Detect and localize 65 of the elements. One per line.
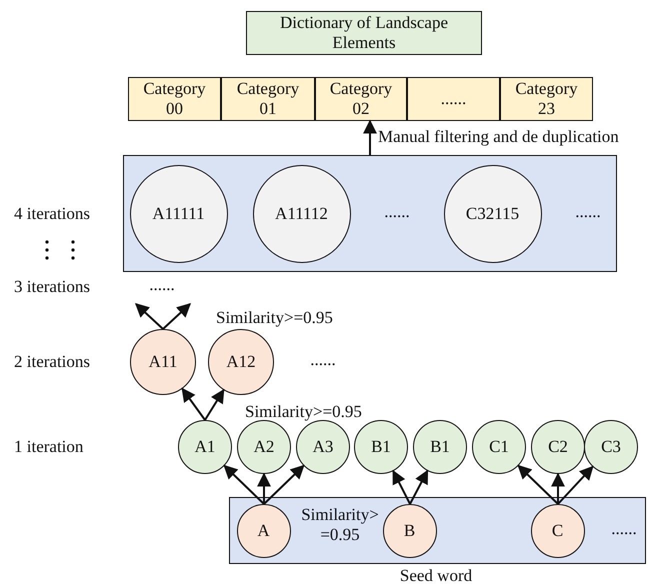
ellipsis-text: ...... xyxy=(149,275,175,295)
word-circle xyxy=(178,420,232,474)
word-label: C3 xyxy=(601,437,621,457)
word-label: A11112 xyxy=(275,204,328,224)
arrow xyxy=(182,388,206,421)
node-text: ...... xyxy=(440,89,466,109)
word-circle xyxy=(531,420,585,474)
category-cell xyxy=(500,77,593,121)
word-circle xyxy=(413,420,467,474)
caption-text: Seed word xyxy=(400,566,472,586)
word-label: A3 xyxy=(312,437,334,457)
ellipsis-text: ...... xyxy=(310,350,336,370)
word-circle xyxy=(354,420,408,474)
arrow xyxy=(263,464,305,505)
node-text: Category 01 xyxy=(236,79,300,119)
similarity-label: Similarity>=0.95 xyxy=(216,308,333,328)
seed-word-panel xyxy=(229,497,646,564)
similarity-label: Similarity>=0.95 xyxy=(245,402,362,422)
word-label: A12 xyxy=(226,352,256,372)
word-label: B1 xyxy=(371,437,391,457)
word-label: C xyxy=(552,520,564,540)
category-cell xyxy=(221,77,315,121)
word-circle xyxy=(237,420,291,474)
arrow xyxy=(162,303,192,330)
dictionary-box xyxy=(246,11,482,55)
word-label: C1 xyxy=(489,437,509,457)
category-cell xyxy=(128,77,221,121)
arrow xyxy=(204,388,224,421)
word-circle xyxy=(472,420,526,474)
iteration-label: 1 iteration xyxy=(14,437,84,457)
category-cell xyxy=(407,77,500,121)
word-label: A2 xyxy=(254,437,274,457)
arrow xyxy=(551,472,565,504)
node-text: Category 02 xyxy=(330,79,392,119)
word-label: C2 xyxy=(548,437,568,457)
arrow xyxy=(392,470,411,504)
arrow xyxy=(363,120,377,155)
word-label: A1 xyxy=(194,437,216,457)
arrow xyxy=(257,472,271,504)
ellipsis-text: ...... xyxy=(611,519,637,539)
node-text: Category 00 xyxy=(143,79,206,119)
edge-label: Manual filtering and de duplication xyxy=(378,127,619,147)
node-text: Category 23 xyxy=(515,79,578,119)
word-label: B1 xyxy=(430,437,450,457)
word-label: C32115 xyxy=(466,204,520,224)
word-label: A11 xyxy=(148,352,178,372)
word-label: B xyxy=(404,520,416,540)
word-circle xyxy=(296,420,350,474)
similarity-label: Similarity> =0.95 xyxy=(300,505,380,545)
arrow xyxy=(223,464,265,505)
word-label: A11111 xyxy=(152,204,205,224)
word-circle xyxy=(584,420,638,474)
arrow xyxy=(134,303,164,330)
iteration-label: 3 iterations xyxy=(14,277,90,297)
iteration-panel xyxy=(123,155,617,272)
iteration-label: 2 iterations xyxy=(14,352,90,372)
node-text: Dictionary of Landscape Elements xyxy=(278,13,450,53)
ellipsis-text: ...... xyxy=(384,202,410,222)
arrow xyxy=(557,466,594,505)
iteration-label: 4 iterations xyxy=(14,204,90,224)
word-label: A xyxy=(257,520,270,540)
arrow xyxy=(517,464,559,505)
ellipsis-text: ...... xyxy=(575,202,601,222)
arrow xyxy=(409,470,428,504)
category-cell xyxy=(315,77,407,121)
